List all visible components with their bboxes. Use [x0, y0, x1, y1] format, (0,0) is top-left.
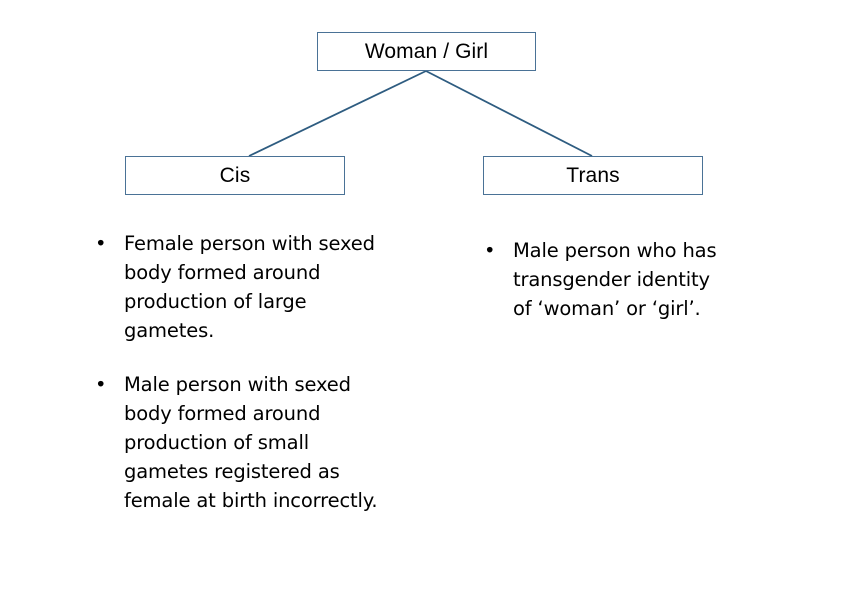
list-item-text: Female person with sexed body formed aro… — [124, 232, 375, 342]
list-item-text: Male person who has transgender identity… — [513, 239, 717, 320]
node-trans-label: Trans — [566, 164, 620, 187]
connector-root-to-cis — [248, 70, 427, 157]
bullet-icon: • — [484, 239, 496, 262]
list-item: • Male person who has transgender identi… — [484, 236, 724, 323]
trans-definition-list: • Male person who has transgender identi… — [484, 236, 724, 323]
node-trans[interactable]: Trans — [483, 156, 703, 195]
list-item: • Female person with sexed body formed a… — [95, 229, 385, 345]
node-cis[interactable]: Cis — [125, 156, 345, 195]
cis-definition-list: • Female person with sexed body formed a… — [95, 229, 385, 515]
list-item-text: Male person with sexed body formed aroun… — [124, 373, 378, 512]
node-cis-label: Cis — [219, 164, 251, 187]
list-item: • Male person with sexed body formed aro… — [95, 370, 385, 515]
bullet-icon: • — [95, 373, 107, 396]
connector-root-to-trans — [425, 70, 593, 157]
node-woman-girl-label: Woman / Girl — [364, 40, 489, 63]
bullet-icon: • — [95, 232, 107, 255]
node-woman-girl[interactable]: Woman / Girl — [317, 32, 536, 71]
